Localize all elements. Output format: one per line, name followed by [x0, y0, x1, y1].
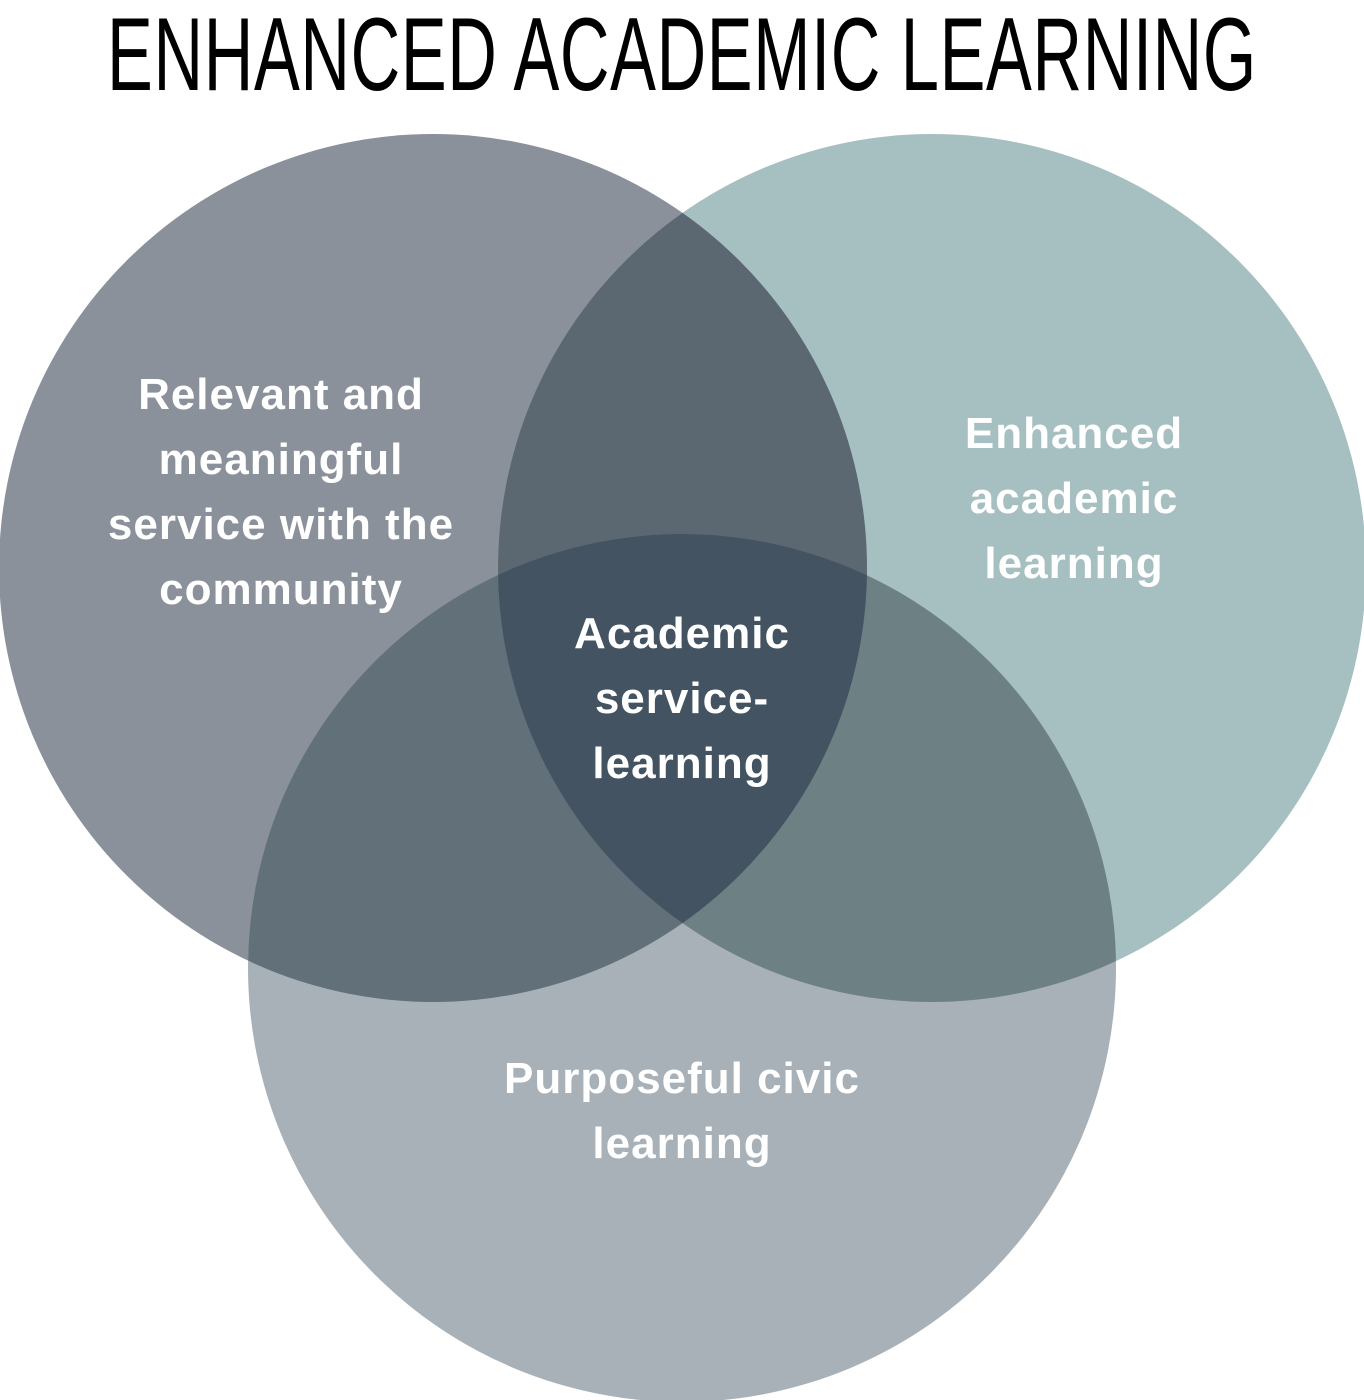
- label-service-line-4: community: [159, 565, 403, 614]
- page-title: ENHANCED ACADEMIC LEARNING: [107, 0, 1257, 113]
- label-service-line-1: Relevant and: [138, 370, 424, 419]
- label-center: Academic service- learning: [532, 601, 832, 796]
- label-civic-line-2: learning: [592, 1119, 772, 1168]
- label-service-line-2: meaningful: [158, 435, 404, 484]
- label-academic-line-3: learning: [984, 539, 1164, 588]
- label-academic-line-2: academic: [969, 474, 1179, 523]
- label-center-line-2: service-: [594, 674, 770, 723]
- label-academic-learning: Enhanced academic learning: [924, 401, 1224, 596]
- label-center-line-1: Academic: [574, 609, 790, 658]
- label-academic-line-1: Enhanced: [964, 409, 1184, 458]
- label-center-line-3: learning: [592, 739, 772, 788]
- label-civic-line-1: Purposeful civic: [504, 1054, 860, 1103]
- label-service: Relevant and meaningful service with the…: [81, 362, 481, 622]
- label-service-line-3: service with the: [107, 500, 455, 549]
- label-civic-learning: Purposeful civic learning: [472, 1046, 892, 1176]
